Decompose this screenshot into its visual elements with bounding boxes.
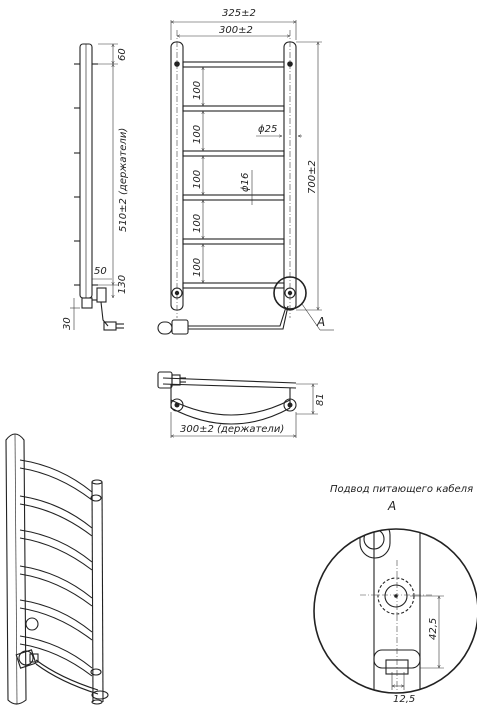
callout-a-label: A [316,315,325,329]
dim-rung-pitch-1: 100 [192,81,203,100]
dim-detail-42-5: 42,5 [428,618,439,640]
front-view [157,20,334,335]
dim-bottom-offset: 130 [117,275,128,294]
dim-holder-height: 510±2 (держатели) [118,128,129,232]
dim-overall-width: 325±2 [222,8,256,19]
dim-rung-pitch-3: 100 [192,170,203,189]
dim-pipe-diameter: ϕ25 [258,124,277,135]
perspective-view [5,433,109,705]
side-view [70,43,124,331]
dim-rung-pitch-5: 100 [192,258,203,277]
dim-holder-width: 300±2 (держатели) [180,424,284,435]
front-view-rungs [182,61,285,289]
detail-title: Подвод питающего кабеля [330,483,473,495]
dim-inner-width: 300±2 [219,25,253,36]
perspective-rungs [19,459,93,677]
dim-top-offset: 60 [117,48,128,61]
dim-depth: 81 [315,393,326,406]
dim-detail-12-5: 12,5 [393,694,415,705]
dim-overall-height: 700±2 [307,160,318,194]
detail-a-view [313,528,477,694]
dim-side-50: 50 [94,266,107,277]
dim-rung-pitch-4: 100 [192,214,203,233]
dim-side-30: 30 [62,317,73,330]
dim-rung-diameter: ϕ16 [240,173,251,192]
dim-rung-pitch-2: 100 [192,125,203,144]
detail-a-label: A [387,499,396,513]
side-view-rung-ticks [74,63,80,286]
top-view [157,371,318,438]
